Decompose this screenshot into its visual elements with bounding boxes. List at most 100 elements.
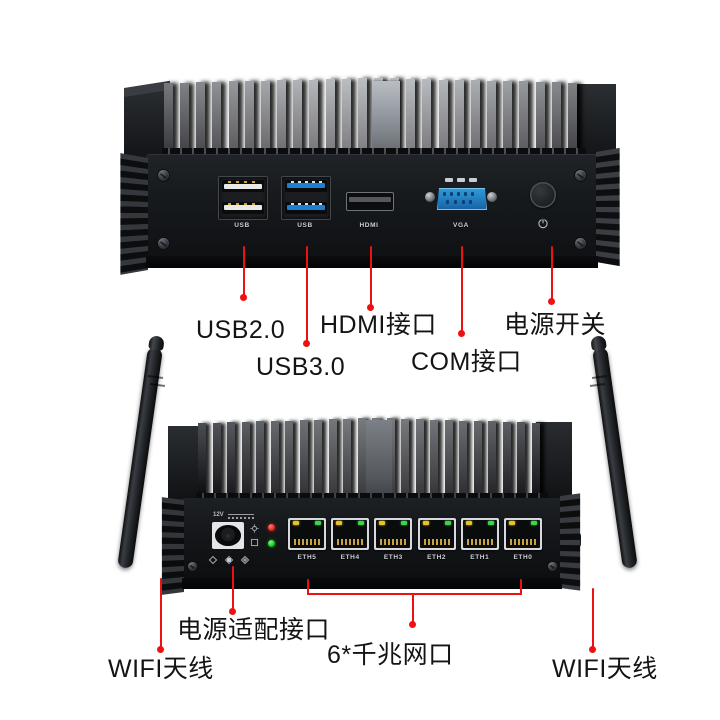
ethernet-act-led-green: [531, 521, 537, 525]
heatsink-fin: [459, 420, 468, 502]
heatsink-fin: [270, 420, 279, 502]
heatsink-fin: [517, 422, 526, 502]
front-screw-bottom-left: [158, 238, 169, 249]
right-side-fins: [596, 147, 620, 267]
wifi-antenna-right[interactable]: [564, 335, 638, 588]
leader-lan-right-tick: [520, 579, 522, 595]
ethernet-port-latch-slot: [474, 520, 485, 524]
leader-dot-hdmi: [367, 304, 374, 311]
ethernet-port[interactable]: [374, 518, 413, 550]
heatsink-fin: [180, 82, 190, 158]
vga-screw-right: [487, 192, 497, 202]
usb2-port[interactable]: [218, 176, 268, 220]
heatsink-fin: [422, 79, 432, 158]
heatsink-fin: [357, 78, 367, 158]
heatsink-fin: [502, 421, 511, 502]
heatsink-fin: [325, 79, 335, 158]
leader-usb2: [243, 246, 245, 298]
ethernet-link-led-yellow: [465, 521, 472, 525]
callout-wifi-left: WIFI天线: [108, 655, 214, 683]
heatsink-fin: [164, 83, 174, 158]
ethernet-port[interactable]: [288, 518, 326, 550]
heatsink-fin: [488, 421, 497, 502]
rear-heatsink: [168, 414, 572, 502]
heatsink-fin: [256, 421, 265, 502]
front-unit: USB USB HDMI: [118, 74, 622, 282]
heatsink-fin: [341, 78, 351, 158]
ethernet-port-pins: [294, 539, 320, 545]
heatsink-fin: [212, 81, 222, 158]
ethernet-link-led-yellow: [422, 521, 429, 525]
leader-dot-wifi-right: [589, 646, 596, 653]
ethernet-port[interactable]: [504, 518, 542, 550]
leader-com: [461, 246, 463, 334]
heatsink-fin: [196, 82, 206, 158]
heatsink-fin: [444, 420, 453, 502]
leader-usb3: [306, 246, 308, 344]
heatsink-fin: [198, 423, 207, 502]
heatsink-fin: [503, 81, 513, 158]
heatsink-center-block: [372, 81, 400, 158]
callout-com: COM接口: [411, 348, 522, 376]
hdmi-port[interactable]: [346, 192, 394, 211]
ethernet-port-cavity: [462, 520, 497, 548]
usb-small-icon: [250, 538, 259, 547]
ethernet-act-led-green: [444, 521, 451, 525]
power-button[interactable]: [530, 182, 556, 208]
callout-wifi-right: WIFI天线: [552, 655, 658, 683]
ethernet-port-cavity: [333, 520, 368, 548]
ethernet-port-label: ETH4: [340, 554, 360, 561]
ethernet-port-latch-slot: [345, 520, 356, 524]
heatsink-fin: [314, 419, 323, 502]
heatsink-fin: [430, 419, 439, 502]
leader-hdmi: [370, 246, 372, 308]
front-heatsink: [124, 74, 616, 158]
ethernet-act-led-green: [401, 521, 408, 525]
heatsink-fin: [343, 418, 352, 502]
ethernet-port-cavity: [419, 520, 454, 548]
callout-power: 电源开关: [504, 311, 607, 339]
heatsink-fin: [487, 80, 497, 158]
heatsink-fin: [519, 81, 529, 158]
power-symbol-icon: [538, 218, 548, 229]
leader-lan-bracket: [307, 593, 522, 595]
ethernet-port[interactable]: [417, 518, 456, 550]
heatsink-fin: [277, 80, 287, 158]
heatsink-fin: [309, 79, 319, 158]
heatsink-fin: [241, 421, 250, 502]
leader-dot-wifi-left: [157, 646, 164, 653]
leader-dot-lan: [409, 621, 416, 628]
ethernet-port[interactable]: [460, 518, 499, 550]
usb3-port[interactable]: [281, 176, 331, 220]
ethernet-link-led-yellow: [509, 521, 515, 525]
heatsink-fin: [401, 418, 410, 502]
leader-dot-com: [458, 330, 465, 337]
callout-usb3: USB3.0: [256, 353, 346, 381]
callout-lan: 6*千兆网口: [327, 641, 454, 669]
ethernet-port-latch-slot: [517, 520, 529, 524]
heatsink-fin: [285, 420, 294, 502]
heatsink-fin: [260, 80, 270, 158]
ethernet-port-pins: [423, 539, 450, 545]
rear-unit: 12V ETH5: [160, 414, 581, 600]
heatsink-fin: [551, 82, 561, 158]
vga-screw-left: [425, 192, 435, 202]
ethernet-port-pins: [466, 539, 493, 545]
heatsink-fin: [328, 419, 337, 502]
hdmi-silk-label: HDMI: [359, 222, 379, 229]
front-screw-bottom-right: [575, 238, 586, 249]
ethernet-port-label: ETH3: [383, 554, 403, 561]
callout-usb2: USB2.0: [196, 316, 286, 344]
ethernet-port-cavity: [376, 520, 411, 548]
ethernet-port-label: ETH1: [470, 554, 490, 561]
dc-power-jack[interactable]: [212, 522, 244, 549]
heatsink-fin: [531, 422, 540, 502]
usb2-silk-label: USB: [234, 222, 250, 229]
vga-port[interactable]: [423, 178, 499, 216]
leader-wifi-left: [160, 578, 162, 650]
ethernet-port[interactable]: [331, 518, 370, 550]
dc-voltage-silk: 12V: [213, 512, 224, 518]
ethernet-port-pins: [510, 539, 536, 545]
leader-power: [551, 246, 553, 302]
